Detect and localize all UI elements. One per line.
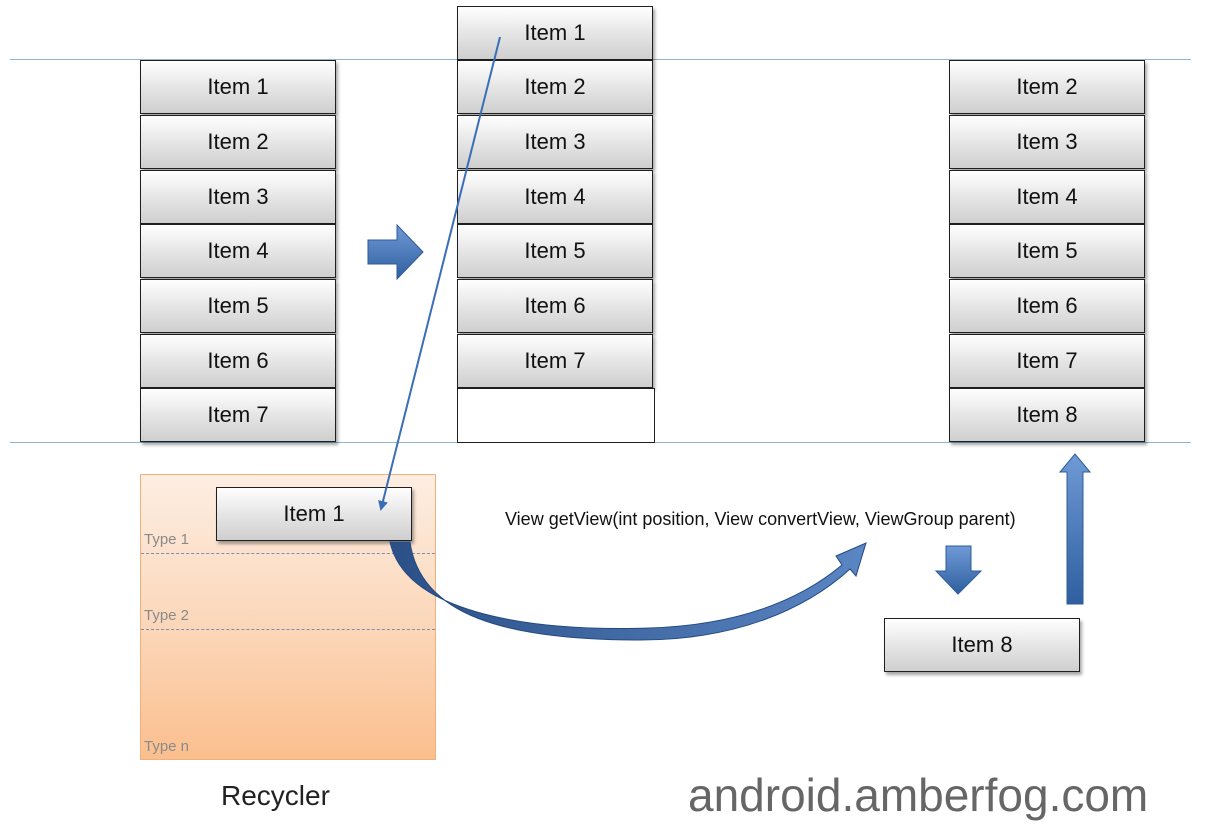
type-divider: [141, 629, 435, 630]
list-item: Item 4: [140, 224, 336, 278]
list-item: Item 3: [457, 115, 653, 169]
list-item: Item 2: [949, 60, 1145, 114]
recycle-arrow-line: [378, 36, 501, 511]
list-item: Item 4: [457, 170, 653, 224]
list-item: Item 4: [949, 170, 1145, 224]
recycled-item: Item 1: [216, 487, 412, 541]
list-item: Item 3: [140, 170, 336, 224]
list-item: Item 1: [457, 6, 653, 60]
list-item: Item 5: [140, 279, 336, 333]
list-item: Item 3: [949, 115, 1145, 169]
list-item: Item 6: [949, 279, 1145, 333]
list-item: Item 6: [140, 334, 336, 388]
up-arrow-icon: [1058, 453, 1092, 605]
type-label: Type n: [144, 738, 190, 755]
down-arrow-icon: [934, 545, 983, 595]
type-divider: [141, 553, 435, 554]
list-item: Item 7: [457, 334, 653, 388]
recycler-caption: Recycler: [221, 780, 330, 811]
empty-slot: [457, 388, 655, 443]
list-item: Item 6: [457, 279, 653, 333]
list-item: Item 5: [949, 224, 1145, 278]
list-item: Item 1: [140, 60, 336, 114]
reuse-curve-arrow-icon: [389, 541, 867, 641]
list-item: Item 7: [949, 334, 1145, 388]
list-item: Item 8: [949, 388, 1145, 442]
new-item: Item 8: [884, 618, 1080, 672]
list-item: Item 2: [457, 60, 653, 114]
list-item: Item 5: [457, 224, 653, 278]
type-label: Type 2: [144, 607, 190, 624]
type-label: Type 1: [144, 531, 190, 548]
list-item: Item 7: [140, 388, 336, 442]
watermark: android.amberfog.com: [688, 769, 1149, 821]
right-arrow-icon: [367, 223, 424, 281]
method-signature: View getView(int position, View convertV…: [505, 509, 1016, 529]
list-item: Item 2: [140, 115, 336, 169]
